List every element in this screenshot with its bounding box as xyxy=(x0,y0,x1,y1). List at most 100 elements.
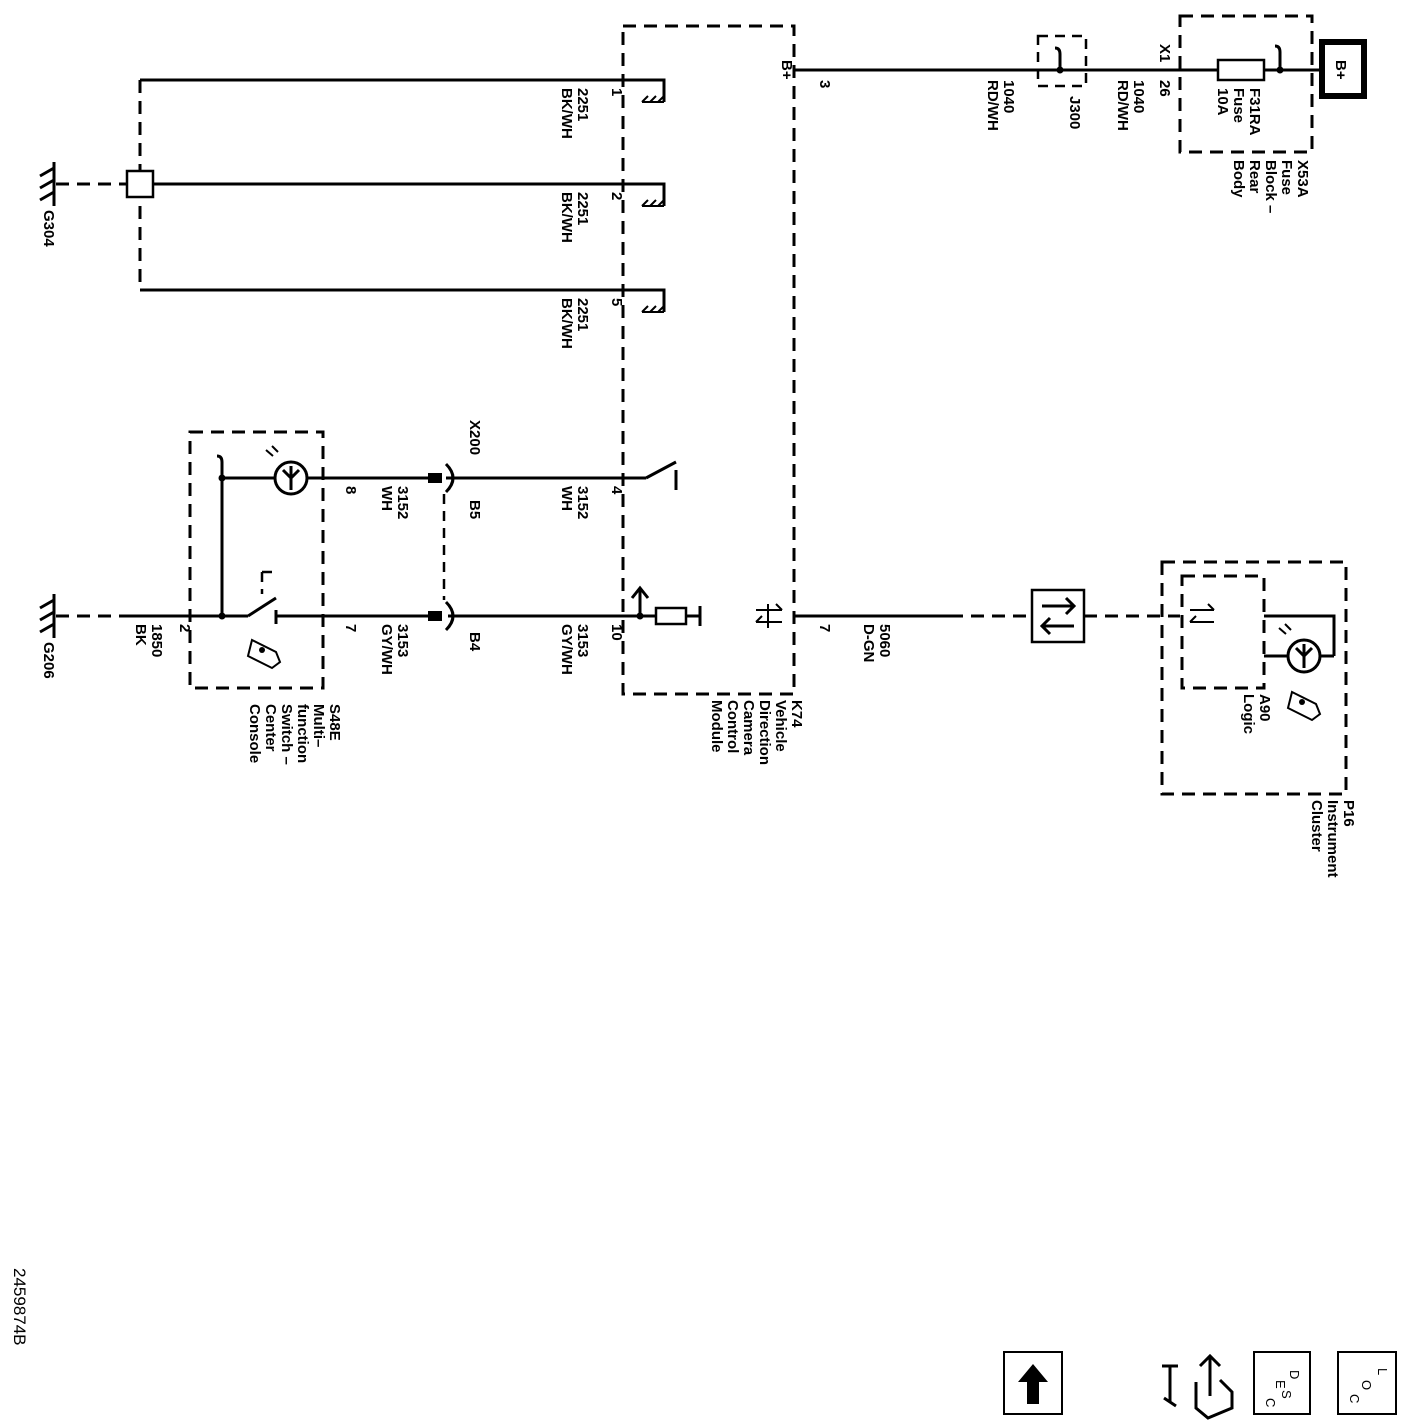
desc-letter-s: S xyxy=(1279,1390,1294,1399)
switch-s48e-contact xyxy=(247,596,277,618)
module-k74-name-2: Vehicle xyxy=(772,700,789,752)
wire-2251-1-color: BK/WH xyxy=(558,88,575,139)
loc-letter-c: C xyxy=(1347,1394,1362,1403)
wire-2251-1-circuit: 2251 xyxy=(574,88,591,121)
fuse-block-name-3: Block – xyxy=(1262,160,1279,213)
fuse-label-2: Fuse xyxy=(1230,88,1247,123)
ground-g304-icon xyxy=(39,162,56,206)
wire-3153-a-circuit: 3153 xyxy=(574,624,591,657)
cluster-p16-name-3: Cluster xyxy=(1308,800,1325,852)
wire-3153-a-color: GY/WH xyxy=(558,624,575,675)
module-k74-pin-5: 5 xyxy=(608,298,625,306)
switch-s48e-name-4: Switch – xyxy=(278,704,295,765)
nav-service-button[interactable] xyxy=(1162,1353,1234,1420)
wire-3152-a-color: WH xyxy=(558,486,575,511)
nav-up-button[interactable] xyxy=(1003,1351,1063,1415)
connector-x200-pin-b4: B4 xyxy=(466,632,483,652)
wire-1850-circuit: 1850 xyxy=(148,624,165,657)
wire-3152-b-color: WH xyxy=(378,486,395,511)
module-k74-name-1: K74 xyxy=(788,700,805,728)
connector-x200-b5 xyxy=(428,462,455,494)
desc-letter-e: E xyxy=(1273,1380,1288,1389)
serial-data-link-icon xyxy=(1030,588,1086,644)
module-k74-driver xyxy=(654,606,688,626)
cluster-a90-name-1: A90 xyxy=(1256,694,1273,722)
switch-s48e-pin-2: 2 xyxy=(176,624,193,632)
loc-letter-l: L xyxy=(1375,1368,1390,1375)
splice-j300-label: J300 xyxy=(1066,96,1083,129)
wire-2251-2-circuit: 2251 xyxy=(574,192,591,225)
module-k74-pin-10: 10 xyxy=(608,624,625,641)
wire-1040-a-circuit: 1040 xyxy=(1000,80,1017,113)
wire-2251-5-color: BK/WH xyxy=(558,298,575,349)
fuse-block-connector-label: X1 xyxy=(1156,44,1173,62)
module-k74-name-3: Direction xyxy=(756,700,773,765)
module-k74-internal-switch xyxy=(645,460,677,480)
fuse-label-1: F31RA xyxy=(1246,88,1263,136)
wrench-vehicle-icon xyxy=(1162,1353,1234,1420)
wire-2251-5-circuit: 2251 xyxy=(574,298,591,331)
nav-desc-button[interactable]: D E S C xyxy=(1253,1351,1311,1415)
switch-s48e-name-5: Center xyxy=(262,704,279,752)
fuse-label-3: 10A xyxy=(1214,88,1231,116)
ground-g304-label: G304 xyxy=(40,210,57,247)
module-k74-pin-bplus: 3 xyxy=(816,80,833,88)
wire-1040-b-color: RD/WH xyxy=(1114,80,1131,131)
wire-5060-circuit: 5060 xyxy=(876,624,893,657)
wire-3152-b-circuit: 3152 xyxy=(394,486,411,519)
wire-2251-2-color: BK/WH xyxy=(558,192,575,243)
switch-s48e-name-1: S48E xyxy=(326,704,343,741)
fuse-block-name-5: Body xyxy=(1230,160,1247,198)
switch-s48e-name-3: function xyxy=(294,704,311,763)
fuse-block-name-1: X53A xyxy=(1294,160,1311,198)
nav-loc-button[interactable]: L O C xyxy=(1337,1351,1397,1415)
module-k74-pin-1: 1 xyxy=(608,88,625,96)
module-k74-pin-7: 7 xyxy=(816,624,833,632)
ground-g304-splice xyxy=(125,169,155,199)
cluster-lamp-icon xyxy=(1278,623,1322,674)
switch-s48e-enclosure xyxy=(188,430,325,690)
module-k74-serial-data-icon xyxy=(755,603,783,628)
ground-g206-icon xyxy=(39,594,56,638)
module-k74-name-5: Control xyxy=(724,700,741,753)
bplus-supply-label: B+ xyxy=(1332,60,1349,80)
cluster-a90-name-2: Logic xyxy=(1240,694,1257,734)
fuse-block-pin-label: 26 xyxy=(1156,80,1173,97)
wire-3153-b-circuit: 3153 xyxy=(394,624,411,657)
hand-press-icon xyxy=(246,638,282,670)
module-k74-bplus-label: B+ xyxy=(778,60,795,80)
desc-letter-c: C xyxy=(1263,1398,1278,1407)
fuse-block-name-4: Rear xyxy=(1246,160,1263,194)
fuse-f31ra-symbol xyxy=(1216,58,1266,82)
wire-1040-a-color: RD/WH xyxy=(984,80,1001,131)
switch-s48e-pin-7: 7 xyxy=(342,624,359,632)
connector-x200-label: X200 xyxy=(466,420,483,455)
module-k74-pin-4: 4 xyxy=(608,486,625,495)
cluster-hand-icon xyxy=(1286,690,1322,722)
module-k74-name-6: Module xyxy=(708,700,725,753)
module-k74-name-4: Camera xyxy=(740,700,757,756)
switch-s48e-pin-8: 8 xyxy=(342,486,359,494)
switch-s48e-name-2: Multi– xyxy=(310,704,327,747)
cluster-p16-enclosure xyxy=(1160,560,1348,796)
loc-letter-o: O xyxy=(1359,1380,1374,1390)
cluster-p16-name-1: P16 xyxy=(1340,800,1357,827)
bplus-supply-box: B+ xyxy=(1319,39,1367,99)
module-k74-pin-2: 2 xyxy=(608,192,625,200)
desc-letter-d: D xyxy=(1287,1370,1302,1379)
fuse-block-name-2: Fuse xyxy=(1278,160,1295,195)
wire-5060-color: D-GN xyxy=(860,624,877,662)
wire-3152-a-circuit: 3152 xyxy=(574,486,591,519)
wire-3153-b-color: GY/WH xyxy=(378,624,395,675)
wire-1850-color: BK xyxy=(132,624,149,646)
cluster-a90-logic-enclosure xyxy=(1180,574,1266,690)
fuse-block-enclosure xyxy=(1178,14,1314,154)
cluster-serial-data-icon xyxy=(1189,603,1215,623)
cluster-p16-name-2: Instrument xyxy=(1324,800,1341,878)
figure-id: 2459874B xyxy=(10,1268,29,1346)
arrow-up-icon xyxy=(1018,1364,1048,1404)
connector-x200-pin-b5: B5 xyxy=(466,500,483,519)
module-k74-enclosure xyxy=(621,24,796,696)
wire-1040-b-circuit: 1040 xyxy=(1130,80,1147,113)
